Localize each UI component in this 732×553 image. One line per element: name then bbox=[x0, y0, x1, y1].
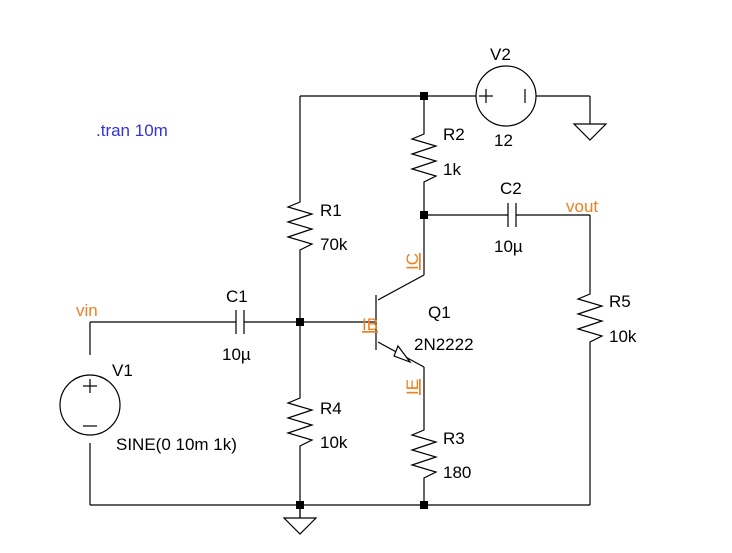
resistor-r5[interactable] bbox=[575, 286, 605, 350]
c2-value: 10µ bbox=[494, 237, 523, 256]
current-label-ib: IB bbox=[362, 315, 378, 334]
v2-value: 12 bbox=[494, 131, 513, 150]
c2-name: C2 bbox=[500, 179, 522, 198]
r3-name: R3 bbox=[443, 429, 465, 448]
spice-directive: .tran 10m bbox=[96, 121, 168, 140]
r5-value: 10k bbox=[609, 327, 637, 346]
r4-value: 10k bbox=[320, 433, 348, 452]
ground-symbol-v2 bbox=[572, 123, 608, 141]
v2-name: V2 bbox=[490, 45, 511, 64]
r5-name: R5 bbox=[609, 292, 631, 311]
r2-name: R2 bbox=[443, 125, 465, 144]
current-label-ie: IE bbox=[403, 379, 422, 395]
wires bbox=[89, 95, 591, 518]
c1-name: C1 bbox=[226, 287, 248, 306]
junction-dot bbox=[420, 92, 428, 100]
r3-value: 180 bbox=[443, 463, 471, 482]
resistor-r4[interactable] bbox=[285, 390, 315, 454]
capacitor-c1[interactable] bbox=[235, 310, 245, 334]
c1-value: 10µ bbox=[222, 345, 251, 364]
capacitor-c2[interactable] bbox=[507, 203, 517, 227]
v1-name: V1 bbox=[112, 361, 133, 380]
r4-name: R4 bbox=[320, 399, 342, 418]
resistor-r2[interactable] bbox=[409, 126, 439, 190]
junction-dot bbox=[420, 211, 428, 219]
junction-dot bbox=[420, 501, 428, 509]
ground-symbol-bottom bbox=[282, 505, 318, 535]
v1-value: SINE(0 10m 1k) bbox=[116, 435, 237, 454]
q1-name: Q1 bbox=[428, 303, 451, 322]
junction-dot bbox=[296, 318, 304, 326]
r2-value: 1k bbox=[443, 160, 461, 179]
resistor-r1[interactable] bbox=[285, 194, 315, 258]
net-label-vout: vout bbox=[566, 197, 598, 216]
r1-value: 70k bbox=[320, 235, 348, 254]
current-label-ic: IC bbox=[403, 253, 422, 270]
q1-value: 2N2222 bbox=[414, 335, 474, 354]
emitter-arrow-icon bbox=[393, 344, 412, 364]
voltage-source-v1[interactable] bbox=[59, 374, 121, 436]
resistor-r3[interactable] bbox=[409, 422, 439, 486]
net-label-vin: vin bbox=[76, 301, 98, 320]
transistor-q1[interactable] bbox=[375, 295, 425, 368]
r1-name: R1 bbox=[320, 201, 342, 220]
voltage-source-v2[interactable] bbox=[475, 65, 537, 127]
junctions bbox=[296, 92, 428, 509]
